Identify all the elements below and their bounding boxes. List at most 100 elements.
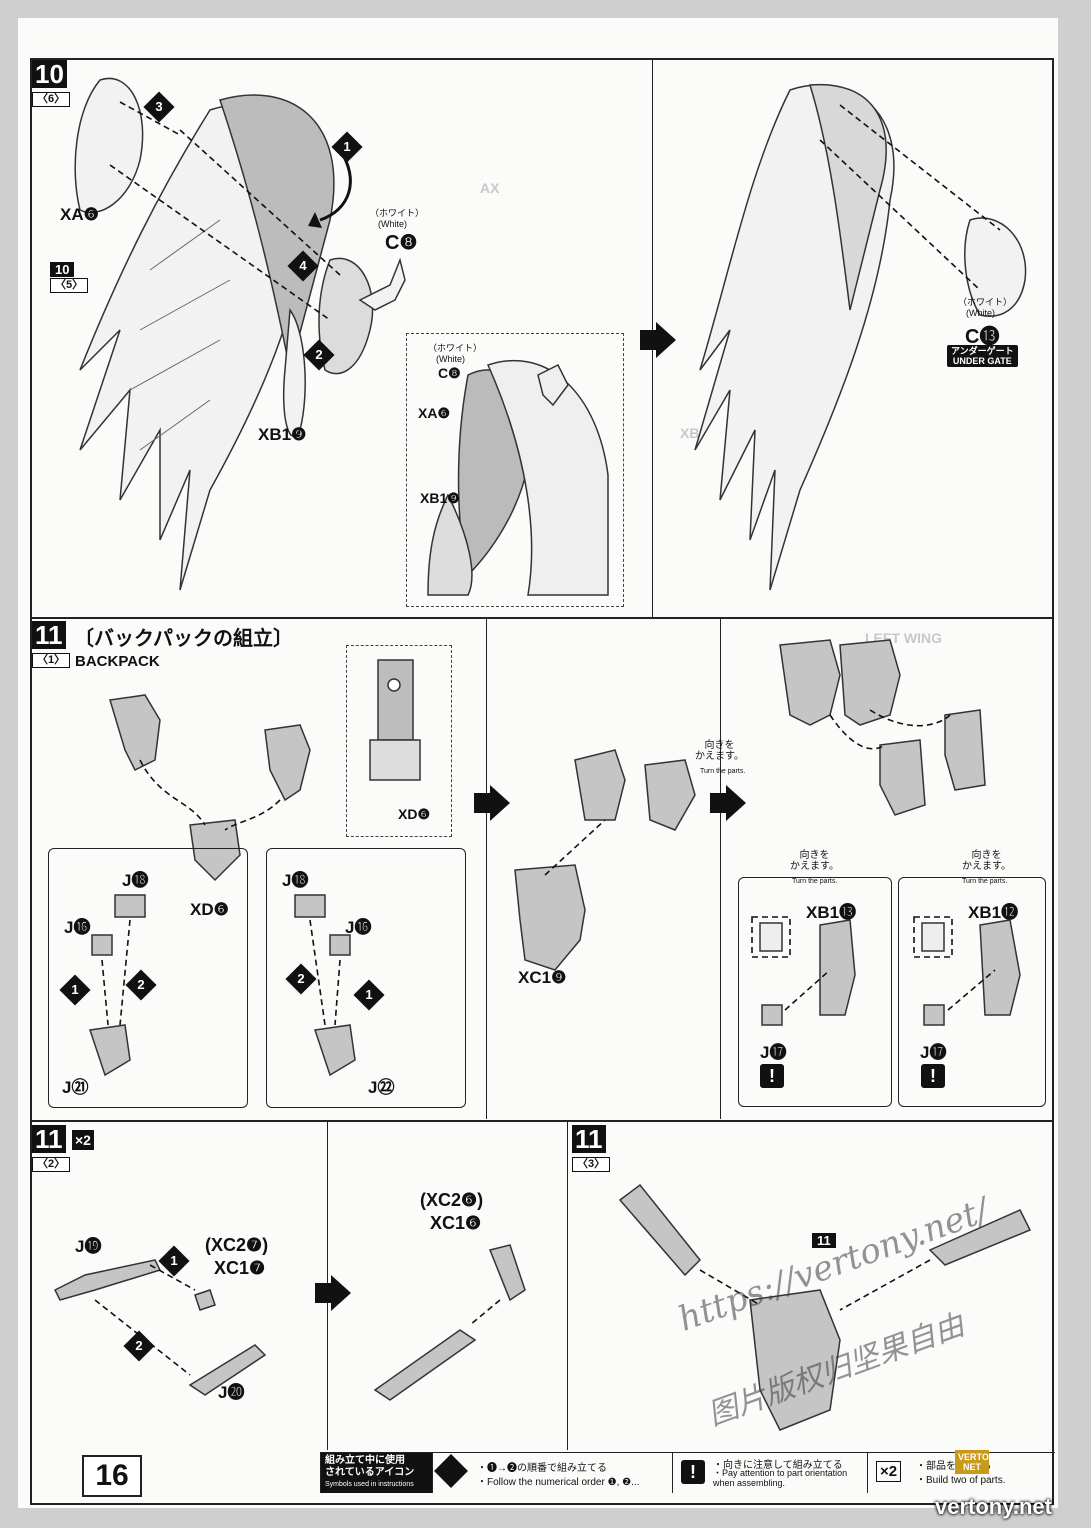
order-badge: 3 — [143, 91, 175, 123]
part-label-xb1-12: XB1⓬ — [968, 903, 1019, 922]
step-number: 11 — [32, 1125, 66, 1153]
part-label-xc16: XC1❻ — [430, 1213, 482, 1233]
caution-icon: ! — [760, 1064, 784, 1088]
section-divider — [30, 1120, 1054, 1122]
step-title-jp: 〔バックパックの組立〕 — [74, 628, 293, 650]
step-sub: 〈2〉 — [32, 1157, 71, 1172]
step11-2-result-drawing — [373, 1244, 526, 1401]
ghost-text: AX — [480, 180, 500, 196]
detail-label-c8: C❽ — [438, 365, 461, 381]
detail-label-xb1: XB1❾ — [420, 490, 460, 506]
step-number: 11 — [572, 1125, 606, 1153]
page-frame — [30, 58, 1054, 1505]
order-badge: 2 — [285, 963, 317, 995]
icon-legend: 組み立て中に使用 されているアイコン Symbols used in instr… — [320, 1452, 1055, 1493]
detail-box-xd6 — [346, 645, 452, 837]
part-label-j18: J⓲ — [122, 871, 149, 890]
ref-step-number: 10 — [50, 262, 75, 277]
page-number: 16 — [82, 1455, 142, 1497]
legend-order-jp: ・❶→❷の順番で組み立てる — [477, 1463, 607, 1474]
ref-step-sub: 〈5〉 — [50, 278, 89, 293]
step-title-en: BACKPACK — [75, 653, 160, 670]
column-divider — [720, 619, 721, 1119]
step-sub: 〈6〉 — [32, 92, 71, 107]
legend-pair-jp: ・部品を2個作る — [916, 1461, 992, 1472]
next-arrow-icon — [640, 322, 676, 358]
sub-box-xb1-13 — [738, 877, 892, 1107]
part-label-xd6-detail: XD❻ — [398, 806, 430, 822]
part-label-j19: J⓳ — [75, 1237, 102, 1256]
part-label-c13: C⓭ — [965, 326, 1000, 348]
ghost-text: XB — [680, 425, 700, 441]
turn-note-jp: 向きを かえます。 — [695, 740, 744, 762]
backpack-mid-drawing — [514, 749, 696, 971]
color-jp: （ホワイト） — [958, 297, 1013, 307]
part-label-xb1: XB1❾ — [258, 425, 307, 444]
next-arrow-icon — [474, 785, 510, 821]
detail-drawing — [427, 359, 609, 596]
step10-right-drawing — [694, 83, 1027, 591]
legend-title-jp: 組み立て中に使用 されているアイコン — [325, 1455, 415, 1478]
legend-title-en: Symbols used in instructions — [325, 1481, 414, 1488]
part-label-j20: J⓴ — [218, 1383, 245, 1402]
legend-orient-jp: ・向きに注意して組み立てる — [713, 1460, 843, 1471]
watermark-footer: vertony.net — [935, 1494, 1052, 1519]
part-label-j17: J⓱ — [920, 1043, 947, 1062]
detail-label-xa: XA❻ — [418, 405, 450, 421]
sub-box-xb1-12 — [898, 877, 1046, 1107]
part-label-xc27: (XC2❼) — [205, 1235, 269, 1255]
order-badge: 2 — [303, 339, 335, 371]
order-badge: 2 — [123, 1330, 155, 1362]
next-arrow-icon — [710, 785, 746, 821]
turn-note-en: Turn the parts. — [962, 878, 1008, 885]
legend-pair-en: ・Build two of parts. — [916, 1475, 1006, 1486]
order-badge: 1 — [158, 1245, 190, 1277]
order-badge: 1 — [331, 131, 363, 163]
order-icon — [434, 1454, 468, 1488]
turn-note-jp: 向きを かえます。 — [790, 850, 839, 872]
legend-orient-en: ・Pay attention to part orientation when … — [713, 1468, 848, 1488]
column-divider — [567, 1122, 568, 1450]
part-label-xd6: XD❻ — [190, 900, 229, 919]
step-sub: 〈3〉 — [572, 1157, 611, 1172]
color-en: (White) — [378, 219, 407, 229]
turn-note-jp: 向きを かえます。 — [962, 850, 1011, 872]
backpack-sub-drawing — [109, 694, 311, 882]
turn-note-en: Turn the parts. — [700, 768, 746, 775]
part-label-j16: J⓰ — [345, 918, 372, 937]
detail-box — [406, 333, 624, 607]
sub-assembly-box-right — [266, 848, 466, 1108]
part-label-xc26: (XC2❻) — [420, 1190, 484, 1210]
xd6-detail-drawing — [369, 659, 421, 781]
watermark-badge: VERTONY NET — [955, 1450, 1001, 1474]
part-label-xb1-13: XB1⓭ — [806, 903, 857, 922]
legend-order-en: ・Follow the numerical order ❶, ❷... — [477, 1477, 640, 1488]
pair-icon: ×2 — [72, 1130, 94, 1150]
order-badge: 2 — [125, 969, 157, 1001]
caution-icon: ! — [921, 1064, 945, 1088]
step-sub: 〈1〉 — [32, 653, 71, 668]
color-en: (White) — [966, 308, 995, 318]
turn-note-en: Turn the parts. — [792, 878, 838, 885]
order-badge: 1 — [353, 979, 385, 1011]
step-number: 11 — [32, 621, 66, 649]
part-label-c8: C❽ — [385, 232, 418, 254]
part-label-xc17: XC1❼ — [214, 1258, 266, 1278]
part-label-j17: J⓱ — [760, 1043, 787, 1062]
part-label-xa: XA❻ — [60, 205, 99, 224]
section-divider — [30, 617, 1054, 619]
backpack-right-drawing — [779, 639, 986, 816]
part-label-j18: J⓲ — [282, 871, 309, 890]
step11-2-drawing — [53, 1259, 267, 1396]
detail-color-jp: （ホワイト） — [428, 343, 483, 353]
step11-3-drawing — [618, 1183, 1032, 1431]
step10-left-drawing — [74, 77, 406, 591]
part-label-xc1: XC1❾ — [518, 968, 567, 987]
sub-assembly-drawing — [89, 894, 356, 1077]
sub-box-drawing — [751, 916, 1021, 1026]
next-arrow-icon — [315, 1275, 351, 1311]
part-label-j16: J⓰ — [64, 918, 91, 937]
column-divider — [486, 619, 487, 1119]
part-label-j21: J㉑ — [62, 1078, 89, 1097]
